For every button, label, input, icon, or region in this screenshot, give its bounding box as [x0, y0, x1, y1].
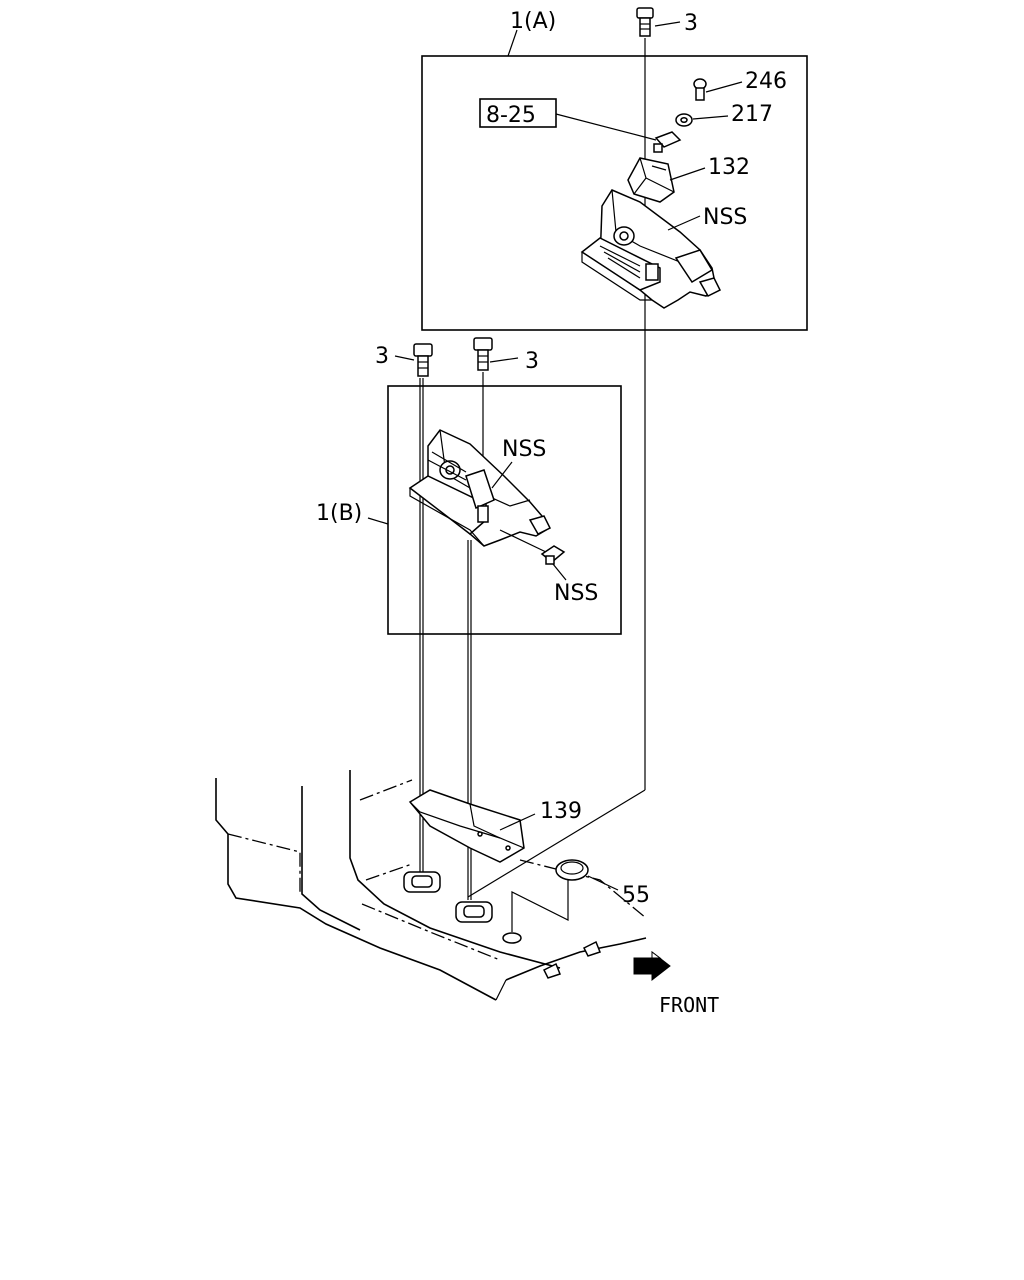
bracket-leader — [499, 813, 536, 831]
label-nss-b1: NSS — [502, 437, 546, 462]
assembly-b-leader — [367, 517, 389, 525]
floor-panel-icon — [215, 770, 647, 1001]
guide-line-top-bolt-floor — [467, 789, 646, 898]
bracket-icon — [408, 789, 525, 863]
cover-icon — [627, 157, 675, 203]
label-cover: 132 — [708, 155, 750, 180]
plug-leader — [587, 875, 619, 891]
washer-leader — [692, 115, 729, 120]
label-bolt-right: 3 — [525, 349, 539, 374]
nss-b2-leader — [552, 563, 567, 581]
assembly-a-leader — [507, 29, 518, 57]
small-pin-icon — [653, 131, 682, 153]
ref-box-frame — [479, 98, 557, 128]
bolt-right-leader — [489, 357, 519, 363]
bolt-top-leader — [654, 21, 681, 27]
bolt-right-icon — [473, 337, 493, 371]
screw-leader — [705, 81, 743, 93]
label-bolt-left: 3 — [375, 344, 389, 369]
label-nss-b2: NSS — [554, 581, 598, 606]
cover-leader — [669, 167, 706, 181]
washer-icon — [675, 113, 693, 127]
front-arrow-icon — [633, 950, 671, 982]
label-front: FRONT — [659, 993, 719, 1017]
switch-icon — [540, 545, 566, 565]
nss-a-leader — [667, 215, 701, 231]
label-nss-a: NSS — [703, 205, 747, 230]
ref-box-leader — [555, 113, 657, 141]
nss-b1-leader — [491, 461, 513, 489]
switch-leader — [499, 529, 547, 553]
label-screw: 246 — [745, 69, 787, 94]
screw-icon — [693, 78, 707, 101]
assembly-b-frame — [387, 385, 622, 635]
label-ref-box: 8-25 — [486, 103, 536, 128]
label-assembly-a: 1(A) — [510, 9, 556, 34]
bolt-left-leader — [394, 355, 415, 361]
bolt-left-icon — [413, 343, 433, 377]
label-washer: 217 — [731, 102, 773, 127]
assembly-a-frame — [421, 55, 808, 331]
lever-assembly-a-icon — [580, 189, 722, 309]
bolt-top-icon — [636, 7, 654, 37]
label-bolt-top: 3 — [684, 11, 698, 36]
plug-icon — [555, 859, 589, 881]
label-assembly-b: 1(B) — [316, 501, 362, 526]
lever-assembly-b-icon — [408, 429, 552, 547]
label-bracket: 139 — [540, 799, 582, 824]
label-plug: 55 — [622, 883, 650, 908]
